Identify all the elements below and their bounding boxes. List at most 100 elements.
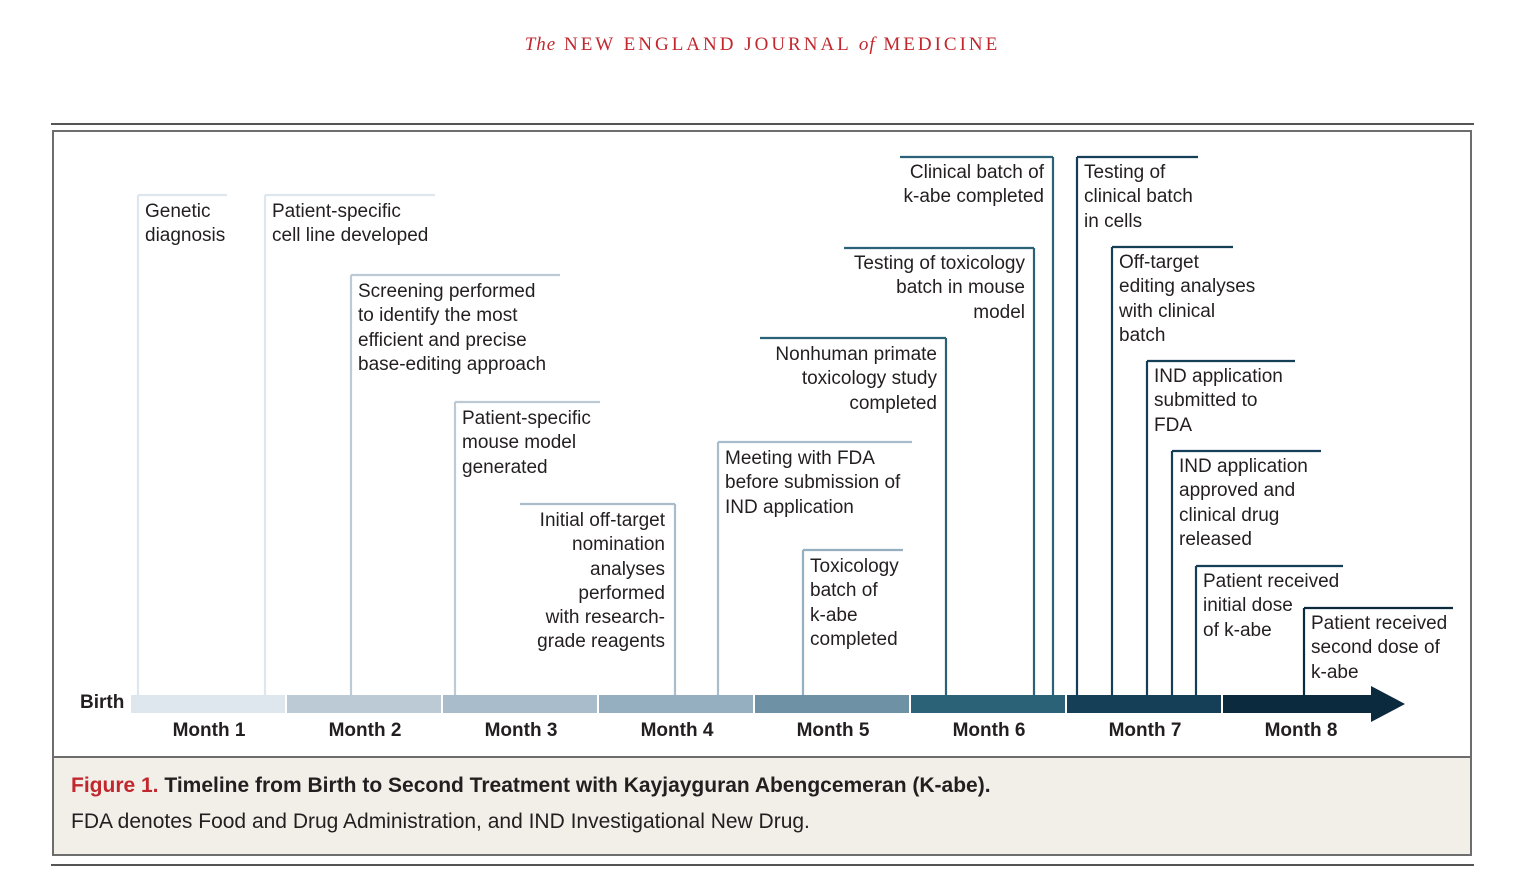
figure-label: Figure 1. bbox=[71, 774, 159, 797]
timeline-segment-7 bbox=[1067, 695, 1221, 713]
month-label-6: Month 6 bbox=[952, 720, 1026, 741]
month-label-5: Month 5 bbox=[796, 720, 870, 741]
milestone-label-line: Patient-specific bbox=[272, 201, 401, 222]
milestone-label-line: initial dose bbox=[1203, 595, 1293, 617]
timeline-segment-5 bbox=[755, 695, 909, 713]
milestone-label-line: before submission of bbox=[725, 472, 901, 494]
milestone-label-line: clinical drug bbox=[1179, 504, 1280, 526]
milestone-label-line: batch bbox=[1119, 324, 1166, 346]
milestone-label-line: released bbox=[1179, 528, 1252, 550]
milestone-label-line: editing analyses bbox=[1119, 276, 1256, 298]
milestone-label-line: to identify the most bbox=[358, 305, 518, 327]
milestone-label-line: diagnosis bbox=[145, 225, 226, 247]
milestone-label-line: Nonhuman primate bbox=[775, 344, 937, 365]
milestone-label-line: with research- bbox=[545, 607, 665, 629]
milestone-label-line: Initial off-target bbox=[539, 510, 665, 531]
figure-frame bbox=[52, 130, 1472, 856]
milestone-label-cell-line: Patient-specific cell line developed bbox=[272, 200, 428, 249]
milestone-label-line: batch of bbox=[810, 580, 878, 602]
milestone-label-line: efficient and precise bbox=[358, 329, 527, 351]
milestone-label-line: mouse model bbox=[462, 432, 577, 454]
milestone-label-line: cell line developed bbox=[272, 225, 429, 247]
month-label-2: Month 2 bbox=[328, 720, 402, 741]
month-label-1: Month 1 bbox=[172, 720, 246, 741]
milestone-label-line: of k-abe bbox=[1203, 619, 1272, 641]
milestone-label-line: Patient received bbox=[1203, 571, 1340, 592]
timeline-segment-1 bbox=[131, 695, 285, 713]
milestone-label-line: completed bbox=[849, 392, 937, 414]
bottom-rule bbox=[51, 864, 1474, 866]
milestone-label-line: completed bbox=[810, 628, 898, 650]
milestone-label-line: grade reagents bbox=[537, 631, 665, 653]
month-label-4: Month 4 bbox=[640, 720, 714, 741]
month-label-7: Month 7 bbox=[1108, 720, 1182, 741]
milestone-label-line: Patient received bbox=[1311, 613, 1448, 634]
month-label-8: Month 8 bbox=[1264, 720, 1338, 741]
timeline-segment-6 bbox=[911, 695, 1065, 713]
caption-title: Figure 1. Timeline from Birth to Second … bbox=[71, 774, 991, 798]
milestone-label-line: k-abe completed bbox=[903, 186, 1044, 208]
milestone-label-line: analyses bbox=[590, 558, 665, 580]
milestone-label-line: with clinical bbox=[1119, 300, 1216, 322]
milestone-label-line: approved and bbox=[1179, 480, 1296, 502]
month-label-3: Month 3 bbox=[484, 720, 558, 741]
milestone-label-line: IND application bbox=[725, 496, 854, 518]
milestone-label-line: clinical batch bbox=[1084, 186, 1193, 208]
timeline-arrow-head bbox=[1371, 686, 1405, 722]
milestone-label-line: Testing of bbox=[1084, 162, 1166, 183]
milestone-label-line: IND application bbox=[1179, 456, 1308, 477]
journal-name: NEW ENGLAND JOURNAL bbox=[563, 34, 852, 55]
milestone-label-line: k-abe bbox=[1311, 661, 1359, 683]
journal-name-2: MEDICINE bbox=[883, 34, 1001, 55]
milestone-label-line: Patient-specific bbox=[462, 408, 591, 429]
caption-title-text: Timeline from Birth to Second Treatment … bbox=[164, 774, 991, 797]
milestone-label-line: base-editing approach bbox=[358, 353, 547, 375]
caption-body: FDA denotes Food and Drug Administration… bbox=[71, 810, 810, 833]
journal-of: of bbox=[858, 34, 876, 55]
milestone-label-line: performed bbox=[578, 582, 665, 604]
milestone-label-line: in cells bbox=[1084, 210, 1143, 232]
milestone-label-line: Screening performed bbox=[358, 281, 536, 302]
milestone-label-line: Genetic bbox=[145, 201, 211, 222]
milestone-label-line: Off-target bbox=[1119, 252, 1199, 273]
timeline-segment-3 bbox=[443, 695, 597, 713]
milestone-label-line: Meeting with FDA bbox=[725, 448, 875, 469]
timeline-segment-4 bbox=[599, 695, 753, 713]
milestone-label-line: Clinical batch of bbox=[909, 162, 1044, 183]
birth-label: Birth bbox=[80, 692, 125, 713]
top-rule bbox=[51, 123, 1474, 125]
milestone-label-line: Toxicology bbox=[810, 556, 899, 577]
milestone-label-line: IND application bbox=[1154, 366, 1283, 387]
milestone-label-line: FDA bbox=[1154, 414, 1192, 436]
milestone-label-line: submitted to bbox=[1154, 390, 1258, 412]
milestone-label-line: nomination bbox=[572, 534, 665, 556]
milestone-label-genetic-diagnosis: Genetic diagnosis bbox=[145, 200, 225, 249]
timeline-segment-2 bbox=[287, 695, 441, 713]
milestone-label-line: batch in mouse bbox=[896, 277, 1025, 299]
journal-header: The NEW ENGLAND JOURNAL of MEDICINE bbox=[0, 34, 1525, 56]
milestone-label-line: model bbox=[973, 301, 1025, 323]
milestone-label-line: generated bbox=[462, 456, 548, 478]
timeline-diagram bbox=[131, 155, 1453, 722]
figure-caption: Figure 1. Timeline from Birth to Second … bbox=[54, 756, 1470, 854]
journal-the: The bbox=[524, 34, 557, 55]
timeline-segment-8 bbox=[1223, 695, 1373, 713]
milestone-label-clinical-batch: Clinical batch of k-abe completed bbox=[904, 161, 1044, 210]
milestone-label-line: Testing of toxicology bbox=[853, 253, 1025, 274]
milestone-label-line: toxicology study bbox=[801, 368, 937, 390]
milestone-label-line: k-abe bbox=[810, 604, 858, 626]
milestone-label-line: second dose of bbox=[1311, 637, 1440, 659]
